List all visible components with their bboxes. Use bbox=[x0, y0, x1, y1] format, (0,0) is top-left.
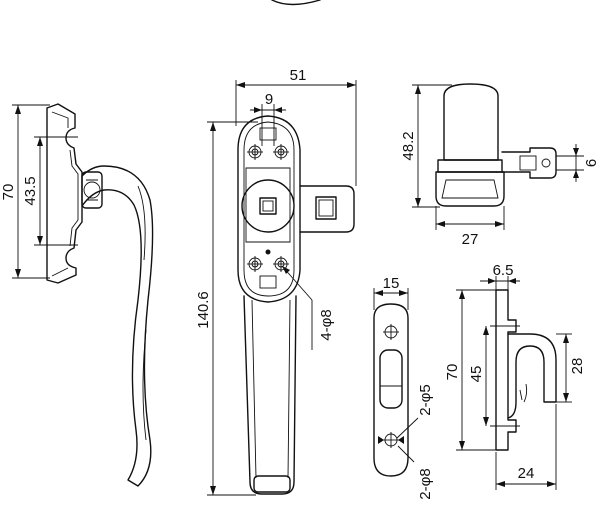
top-view-body bbox=[437, 159, 503, 173]
side-view-base-inner bbox=[51, 111, 79, 277]
top-view: 48.2 27 6 bbox=[400, 83, 600, 248]
side-view-spindle-inner bbox=[86, 179, 98, 201]
dim-bracket-hook-height-label: 28 bbox=[569, 358, 586, 375]
front-view-square-hole-inner bbox=[262, 200, 274, 212]
leader-plate-upper-holes-label: 2-φ5 bbox=[417, 384, 434, 415]
plate-view-slot bbox=[379, 349, 403, 409]
front-view-lever-tip bbox=[253, 475, 291, 493]
dim-front-height: 140.6 bbox=[195, 121, 258, 496]
dim-side-height: 70 bbox=[0, 104, 50, 279]
front-view-base-inner bbox=[243, 121, 295, 297]
front-view-base bbox=[237, 115, 301, 303]
side-view-spindle bbox=[81, 171, 103, 209]
dim-bracket-height-label: 70 bbox=[444, 364, 461, 381]
leader-plate-upper-holes: 2-φ5 bbox=[396, 384, 434, 439]
plate-view: 15 2-φ5 2-φ8 bbox=[373, 275, 434, 500]
dim-plate-width: 15 bbox=[373, 275, 409, 310]
dim-side-height-label: 70 bbox=[0, 184, 17, 201]
plate-view-outline bbox=[373, 303, 409, 477]
side-view-base bbox=[46, 103, 83, 284]
leader-plate-lower-holes-label: 2-φ8 bbox=[417, 468, 434, 499]
dim-bracket-depth: 24 bbox=[495, 404, 557, 490]
side-view-spindle-ring bbox=[83, 181, 101, 199]
plate-view-hole-upper bbox=[383, 324, 399, 340]
dim-side-hole-spacing: 43.5 bbox=[22, 136, 78, 246]
front-view-lever bbox=[243, 295, 297, 495]
top-view-tab bbox=[501, 147, 557, 179]
top-view-tab-inner bbox=[519, 155, 537, 171]
dim-top-height-label: 48.2 bbox=[400, 131, 417, 160]
dim-bracket-hole-spacing: 45 bbox=[468, 326, 489, 426]
dim-front-width-label: 51 bbox=[290, 67, 307, 84]
dim-top-width-label: 27 bbox=[462, 231, 479, 248]
side-view-handle bbox=[81, 165, 154, 487]
top-view-base-inner bbox=[441, 179, 499, 199]
dim-bracket-depth-label: 24 bbox=[518, 465, 535, 482]
top-view-base bbox=[435, 171, 505, 207]
dim-bracket-height: 70 bbox=[444, 289, 498, 451]
front-view-boss-outline bbox=[245, 167, 291, 243]
top-view-knob bbox=[443, 83, 499, 161]
front-view-holes-bottom bbox=[247, 249, 289, 289]
top-view-tab-pin bbox=[541, 158, 551, 168]
dim-top-width: 27 bbox=[435, 206, 505, 248]
leader-front-holes-label: 4-φ8 bbox=[318, 309, 335, 340]
bracket-view-hook bbox=[507, 333, 557, 419]
clipped-part-edge bbox=[271, 0, 321, 6]
dim-top-height: 48.2 bbox=[400, 84, 452, 208]
side-view-handle-inner bbox=[137, 185, 147, 441]
dim-side-hole-spacing-label: 43.5 bbox=[22, 176, 39, 205]
front-view-latch-square-inner bbox=[318, 199, 334, 217]
front-view-latch bbox=[299, 185, 355, 233]
leader-front-holes: 4-φ8 bbox=[281, 265, 335, 350]
dim-plate-width-label: 15 bbox=[383, 275, 400, 292]
side-view: 70 43.5 bbox=[0, 103, 154, 487]
dim-top-tab: 6 bbox=[556, 144, 600, 182]
dim-front-height-label: 140.6 bbox=[195, 291, 212, 329]
front-view: 51 9 140.6 4-φ8 bbox=[195, 67, 357, 496]
bracket-view-outline bbox=[495, 289, 517, 451]
dim-top-tab-label: 6 bbox=[583, 159, 600, 167]
front-view-square-hole bbox=[259, 197, 277, 215]
dim-front-hole-offset: 9 bbox=[250, 91, 286, 146]
dim-bracket-thickness-label: 6.5 bbox=[493, 262, 514, 279]
front-view-lever-inner bbox=[251, 299, 291, 479]
front-view-latch-square bbox=[315, 196, 337, 220]
bracket-view-pins bbox=[490, 325, 520, 427]
dim-bracket-thickness: 6.5 bbox=[480, 262, 520, 292]
bracket-view: 6.5 70 45 28 bbox=[444, 262, 586, 490]
bracket-view-hook-inner bbox=[519, 383, 528, 403]
dim-bracket-hook-height: 28 bbox=[556, 333, 586, 403]
leader-plate-lower-holes: 2-φ8 bbox=[397, 445, 434, 500]
front-view-spindle-boss bbox=[241, 179, 295, 233]
dim-front-hole-offset-label: 9 bbox=[265, 91, 273, 108]
plate-view-hole-lower bbox=[378, 432, 404, 448]
dim-bracket-hole-spacing-label: 45 bbox=[468, 366, 485, 383]
front-view-holes-top bbox=[247, 127, 289, 160]
dim-front-width: 51 bbox=[235, 67, 357, 186]
